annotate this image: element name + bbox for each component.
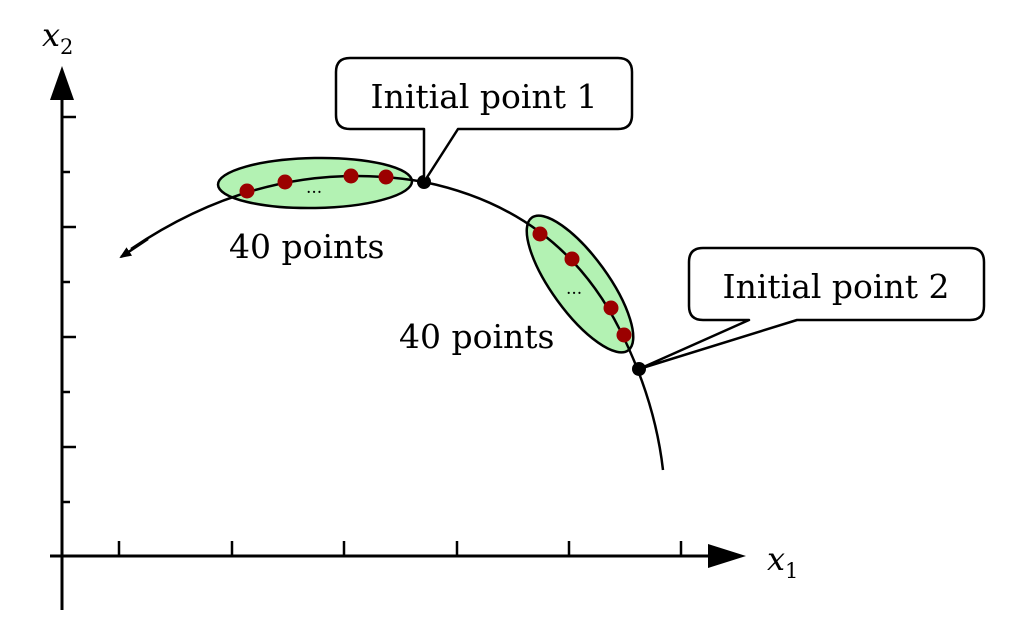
cluster-2-label: 40 points [399,317,554,356]
callout-1-text: Initial point 1 [371,77,598,116]
cluster-1-label: 40 points [229,227,384,266]
callout-2-bubble [637,246,986,371]
cluster-1-points [239,168,394,199]
callout-initial-point-1: Initial point 1 [334,56,634,184]
cluster-2-ellipse [525,214,635,354]
sample-point [378,169,394,185]
cluster-1-ellipsis: ... [306,178,322,198]
callout-2-text: Initial point 2 [723,267,950,306]
y-axis-label: x2 [42,16,73,59]
solution-curve [130,174,665,471]
x-ticks [117,541,683,556]
sample-point [603,300,619,316]
curve-arrow-icon [119,237,149,259]
sample-point [616,327,632,343]
sample-point [343,168,359,184]
y-axis-arrow-icon [50,66,74,100]
y-axis-label-subscript: 2 [60,35,73,59]
cluster-2-points [532,226,632,343]
sample-point [277,174,293,190]
callout-1-bubble [334,56,634,184]
sample-point [239,183,255,199]
sample-point [532,226,548,242]
axes: x2 x1 [42,16,798,610]
y-ticks [62,115,76,504]
sample-point [564,251,580,267]
x-axis-label: x1 [767,540,798,583]
x-axis-arrow-icon [708,544,746,568]
cluster-2-ellipsis: ... [566,279,582,299]
x-axis-label-subscript: 1 [785,559,798,583]
callout-initial-point-2: Initial point 2 [637,246,986,371]
